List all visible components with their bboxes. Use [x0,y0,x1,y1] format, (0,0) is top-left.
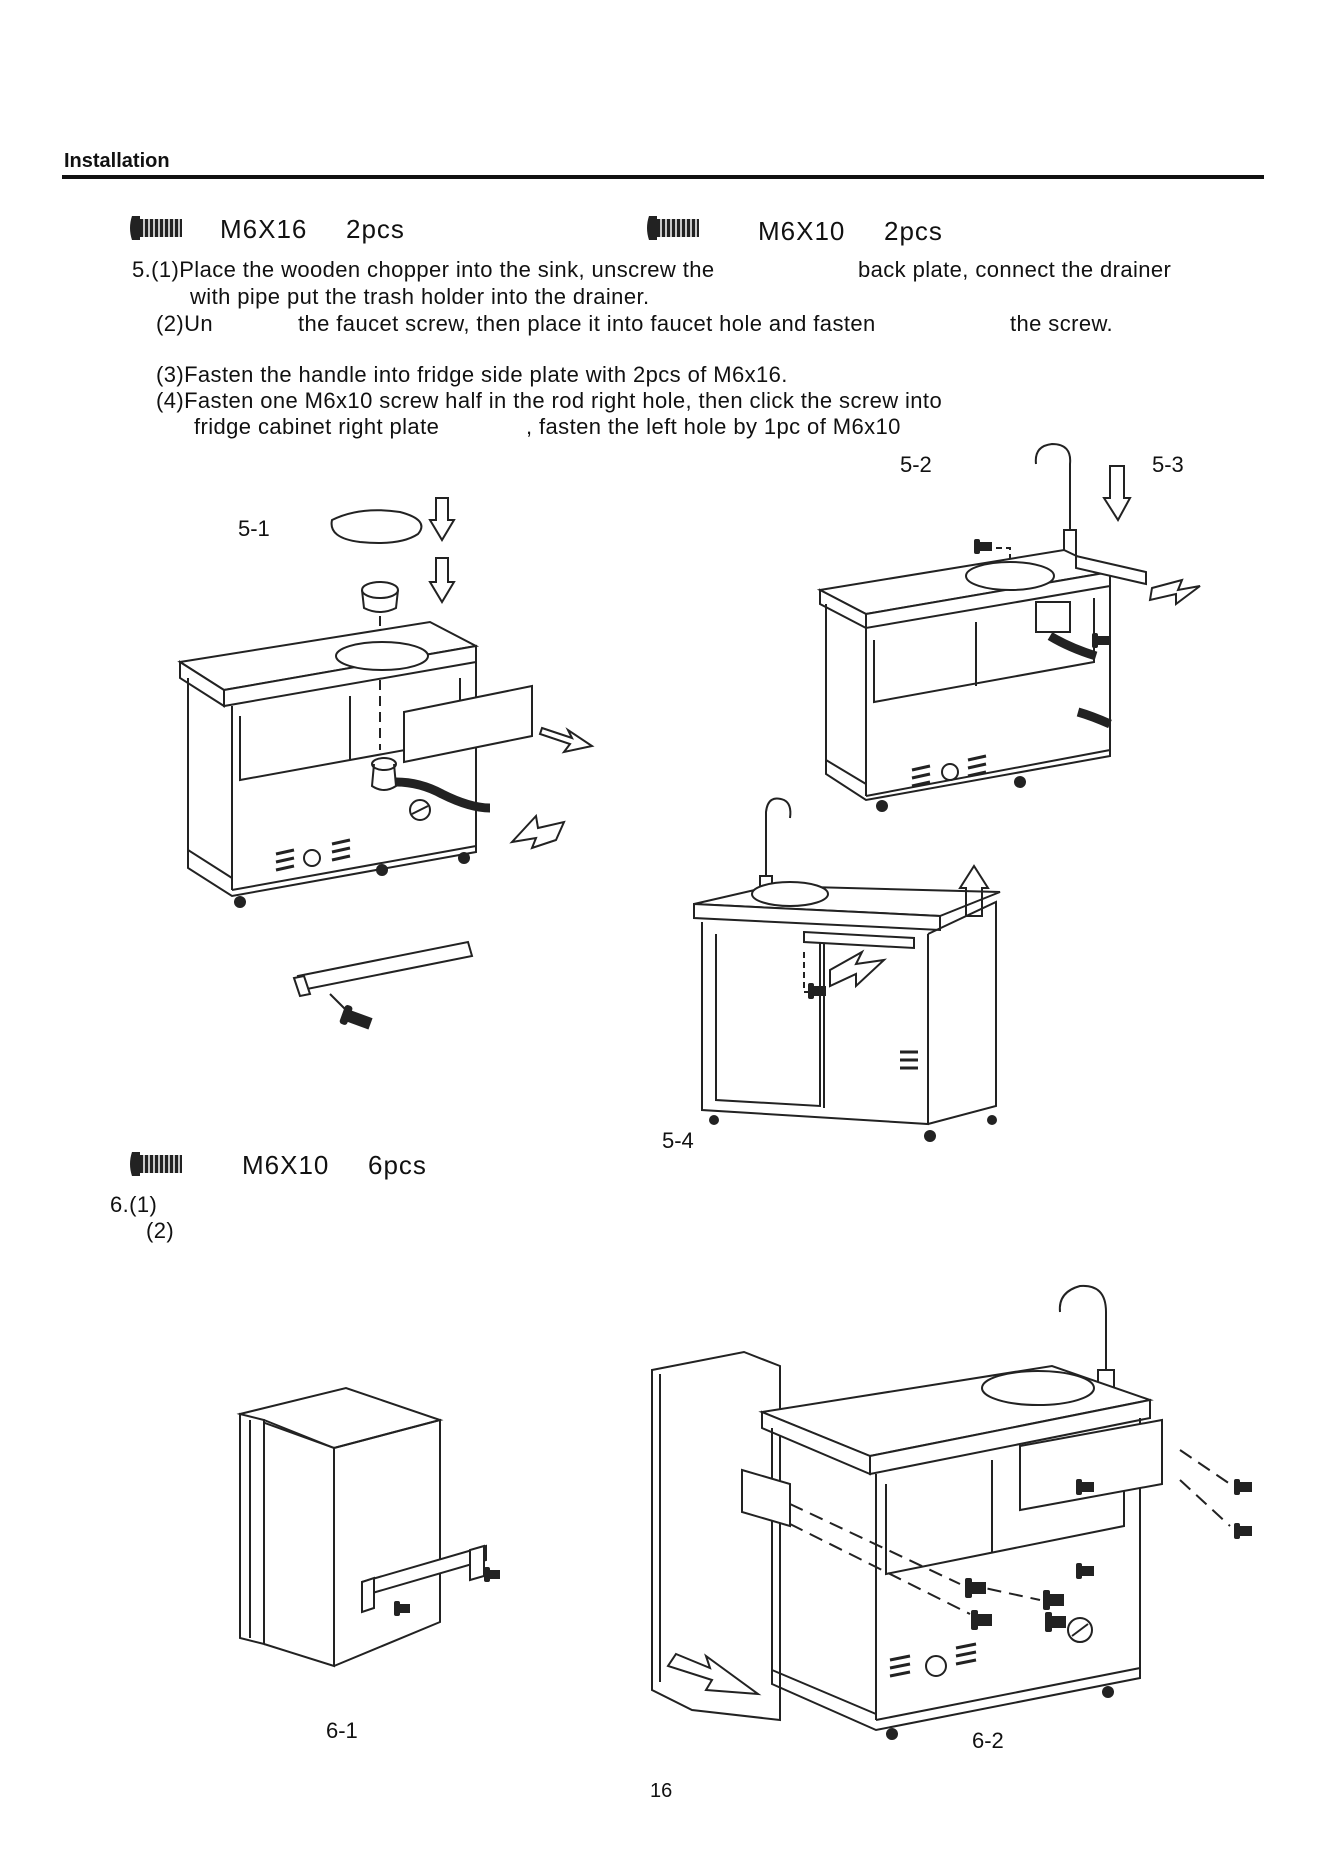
fridge-illustration-6-1 [236,1386,500,1668]
step-text: (2)Un [156,311,214,336]
figure-label: 5-4 [662,1128,694,1153]
step-text: 5.(1)Place the wooden chopper into the s… [132,257,715,282]
figure-label: 5-2 [900,452,932,477]
screw-spec: M6X16 [220,214,308,244]
screw-qty: 6pcs [368,1150,427,1180]
cabinet-illustration-5-2 [816,442,1201,812]
step-text: fridge cabinet right plate [194,414,440,439]
screw-qty: 2pcs [346,214,405,244]
figure-label: 5-3 [1152,452,1184,477]
step-text: (3)Fasten the handle into fridge side pl… [156,362,788,387]
figure-label: 6-1 [326,1718,358,1743]
header-rule [62,175,1264,179]
screw-qty: 2pcs [884,216,943,246]
step-text: (4)Fasten one M6x10 screw half in the ro… [156,388,943,413]
step-text: 6.(1) [110,1192,158,1217]
step-text: , fasten the left hole by 1pc of M6x10 [526,414,901,439]
step-text: (2) [146,1218,175,1243]
figure-label: 5-1 [238,516,270,541]
page-number: 16 [650,1780,673,1802]
step-text: back plate, connect the drainer [858,257,1172,282]
screw-icon [130,216,182,240]
screw-icon [130,1152,182,1176]
cabinet-illustration-5-4 [693,797,1001,1142]
figure-label: 6-2 [972,1728,1004,1753]
screw-spec: M6X10 [758,216,846,246]
step-text: with pipe put the trash holder into the … [190,284,650,309]
cabinet-illustration-5-1 [177,497,595,1030]
step-text: the screw. [1010,311,1114,336]
step-text: the faucet screw, then place it into fau… [298,311,876,336]
section-header: Installation [64,150,170,172]
screw-icon [647,216,699,240]
assembly-illustration-6-2 [651,1284,1252,1740]
screw-spec: M6X10 [242,1150,330,1180]
